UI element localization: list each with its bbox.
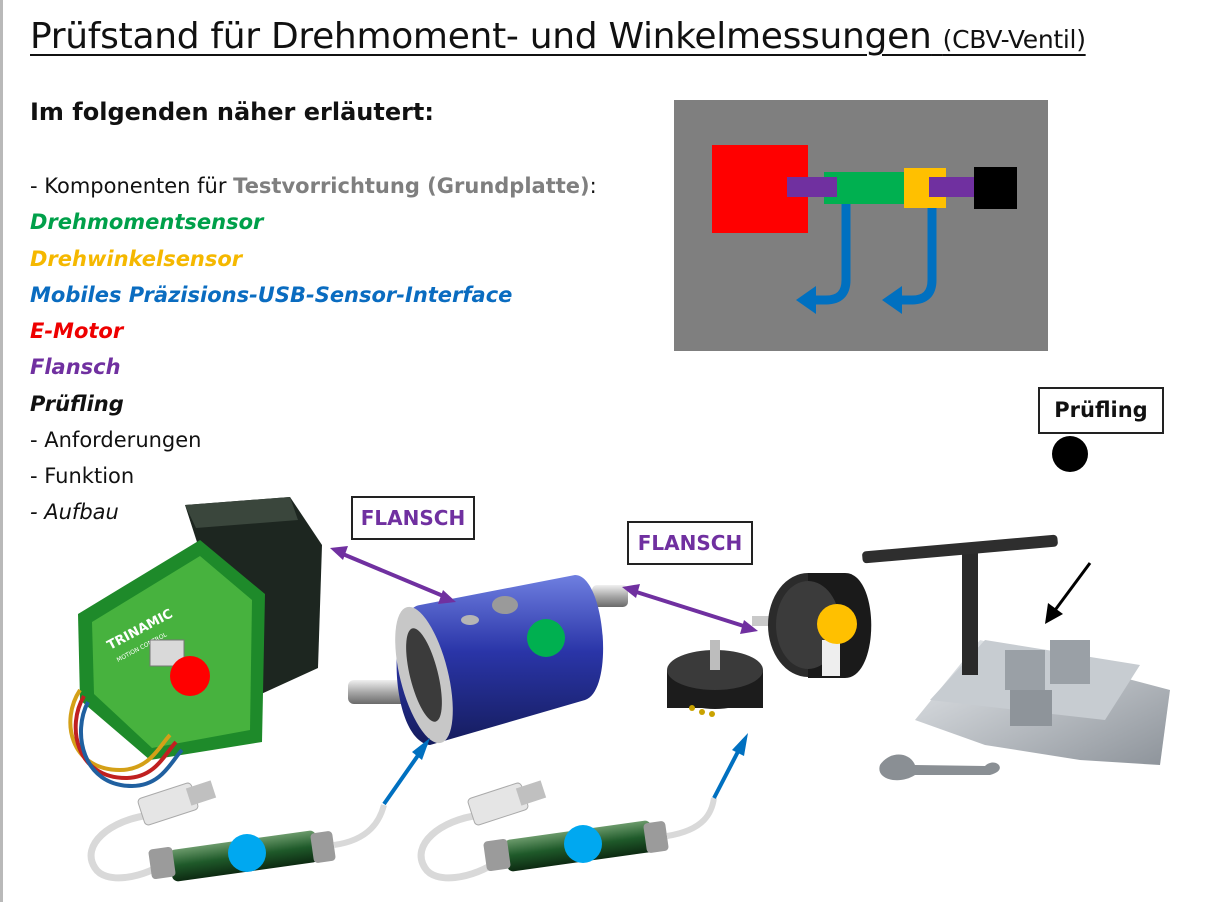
components-highlight: Testvorrichtung (Grundplatte)	[233, 174, 590, 198]
legend-e-motor: E-Motor	[30, 319, 124, 343]
requirement-item-anforderungen: - Anforderungen	[30, 428, 202, 452]
legend-angle-sensor: Drehwinkelsensor	[30, 247, 243, 271]
usb-interface-1-marker-dot	[228, 834, 266, 872]
flange-arrow-1	[337, 550, 449, 600]
schematic-specimen-block	[974, 167, 1017, 209]
title-main: Prüfstand für Drehmoment- und Winkelmess…	[30, 16, 932, 57]
usb-interface-2-illustration	[417, 780, 717, 882]
intro-heading: Im folgenden näher erläutert:	[30, 98, 435, 126]
schematic-signal-arrow-1	[796, 286, 816, 314]
components-line: - Komponenten für Testvorrichtung (Grund…	[30, 174, 597, 198]
schematic-signal-line-1	[812, 204, 851, 305]
specimen-fixture-illustration	[862, 436, 1170, 781]
schematic-flange-2	[929, 177, 979, 197]
stepper-motor-illustration: TRINAMIC MOTION CONTROL	[68, 497, 322, 789]
pruefling-callout: Prüfling	[1038, 387, 1164, 434]
schematic-signal-arrow-2	[882, 286, 902, 314]
slide-title: Prüfstand für Drehmoment- und Winkelmess…	[30, 16, 1086, 57]
specimen-marker-dot	[1052, 436, 1088, 472]
torque-sensor-illustration	[348, 575, 628, 745]
components-prefix: - Komponenten für	[30, 174, 234, 198]
schematic-flange-1	[787, 177, 837, 197]
flansch-callout-1: FLANSCH	[351, 496, 475, 540]
usb-interface-2-marker-dot	[564, 825, 602, 863]
schematic-signal-line-2	[898, 208, 937, 305]
flange-arrow-2	[629, 588, 751, 630]
usb-interface-1-illustration	[87, 780, 387, 882]
angle-sensor-marker-dot	[817, 604, 857, 644]
legend-torque-sensor: Drehmomentsensor	[30, 210, 264, 234]
schematic-torque-sensor-block	[824, 172, 906, 204]
left-edge-rule	[0, 0, 3, 902]
angle-sensor-illustration	[667, 573, 872, 717]
components-suffix: :	[589, 174, 597, 198]
legend-flange: Flansch	[30, 355, 121, 379]
flange-arrows	[330, 546, 758, 634]
signal-arrows	[382, 733, 748, 806]
torque-sensor-marker-dot	[527, 619, 565, 657]
requirement-item-funktion: - Funktion	[30, 464, 135, 488]
legend-usb-interface: Mobiles Präzisions-USB-Sensor-Interface	[30, 283, 513, 307]
requirement-item-aufbau: - Aufbau	[30, 500, 119, 524]
title-sub: (CBV-Ventil)	[942, 25, 1086, 54]
flansch-callout-2: FLANSCH	[627, 521, 753, 565]
motor-marker-dot	[170, 656, 210, 696]
legend-specimen: Prüfling	[30, 392, 124, 416]
test-bench-schematic	[674, 100, 1048, 351]
